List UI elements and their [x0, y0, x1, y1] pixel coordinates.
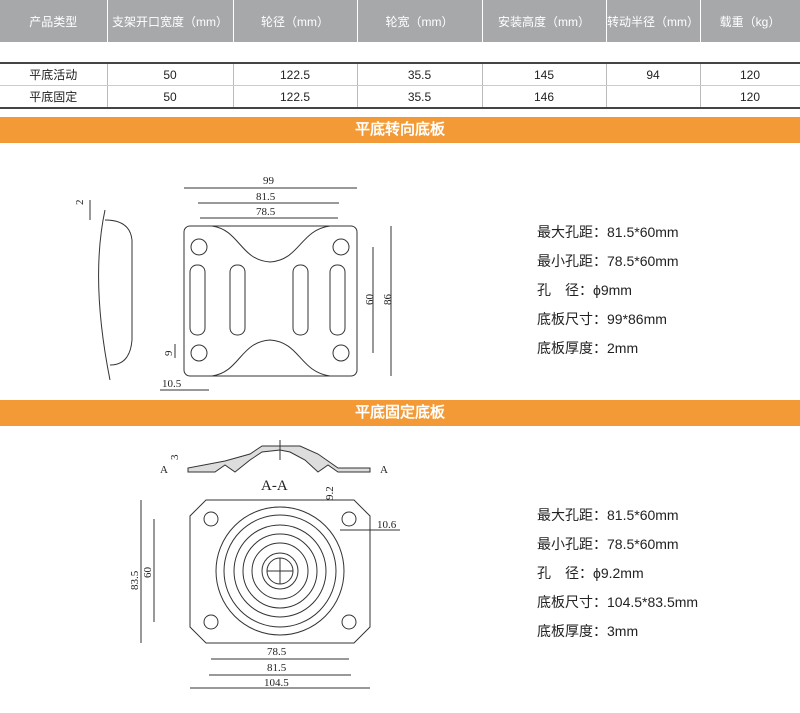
- dim-height: 83.5: [129, 570, 141, 590]
- cell: 120: [700, 85, 800, 109]
- dim-height: 86: [382, 294, 394, 306]
- cell: 50: [107, 85, 234, 109]
- cell: 122.5: [233, 62, 358, 86]
- dim-thickness: 3: [169, 454, 181, 460]
- spec-line: 孔 径：ϕ9.2mm: [537, 565, 644, 581]
- section-title-fixed-plate: 平底固定底板: [0, 400, 800, 426]
- plate-outline: [183, 225, 358, 377]
- dim-width: 104.5: [264, 677, 289, 689]
- spec-line: 底板厚度：3mm: [537, 623, 639, 639]
- cell: 146: [482, 85, 607, 109]
- cut-label-right: A: [380, 464, 388, 476]
- dim-max-hole: 81.5: [256, 191, 276, 203]
- table-row: 平底活动 50 122.5 35.5 145 94 120: [0, 62, 800, 86]
- swivel-plate-specs: 最大孔距：81.5*60mm 最小孔距：78.5*60mm 孔 径：ϕ9mm 底…: [537, 218, 679, 363]
- dim-width: 99: [263, 175, 275, 187]
- cell: [606, 85, 701, 109]
- header-cell: 载重（kg）: [700, 0, 800, 42]
- spec-line: 最大孔距：81.5*60mm: [537, 507, 679, 523]
- spec-line: 最大孔距：81.5*60mm: [537, 224, 679, 240]
- header-cell: 安装高度（mm）: [482, 0, 607, 42]
- dim-min-hole: 78.5: [267, 646, 287, 658]
- dim-hole-diameter: 9: [163, 350, 175, 356]
- spacer: [0, 42, 800, 63]
- dim-min-hole: 78.5: [256, 206, 276, 218]
- cell: 122.5: [233, 85, 358, 109]
- cut-label-left: A: [160, 464, 168, 476]
- dim-hole-diameter: 9.2: [324, 486, 336, 500]
- cell: 50: [107, 62, 234, 86]
- spec-line: 最小孔距：78.5*60mm: [537, 536, 679, 552]
- dim-edge: 10.6: [377, 519, 397, 531]
- header-cell: 产品类型: [0, 0, 108, 42]
- spec-line: 底板尺寸：99*86mm: [537, 311, 667, 327]
- dim-thickness: 2: [74, 200, 86, 206]
- spec-line: 最小孔距：78.5*60mm: [537, 253, 679, 269]
- header-cell: 支架开口宽度（mm）: [107, 0, 234, 42]
- cell: 120: [700, 62, 800, 86]
- header-cell: 轮径（mm）: [233, 0, 358, 42]
- dim-hole-vertical: 60: [142, 567, 154, 579]
- fixed-plate-specs: 最大孔距：81.5*60mm 最小孔距：78.5*60mm 孔 径：ϕ9.2mm…: [537, 501, 698, 646]
- section-label: A-A: [261, 478, 288, 494]
- swivel-plate-drawing: 2 99 81.5 78.5 60 86 9 10.5: [74, 175, 394, 391]
- cell: 35.5: [357, 85, 483, 109]
- section-profile: [187, 445, 371, 473]
- side-profile: [104, 219, 133, 366]
- cell: 94: [606, 62, 701, 86]
- spec-table: 产品类型 支架开口宽度（mm） 轮径（mm） 轮宽（mm） 安装高度（mm） 转…: [0, 0, 800, 109]
- spec-line: 底板尺寸：104.5*83.5mm: [537, 594, 699, 610]
- section-title-swivel-plate: 平底转向底板: [0, 117, 800, 143]
- table-row: 平底固定 50 122.5 35.5 146 120: [0, 85, 800, 109]
- spec-line: 底板厚度：2mm: [537, 340, 639, 356]
- header-cell: 轮宽（mm）: [357, 0, 483, 42]
- dim-hole-vertical: 60: [364, 294, 376, 306]
- cell: 平底活动: [0, 62, 108, 86]
- dim-edge: 10.5: [162, 378, 182, 390]
- dim-max-hole: 81.5: [267, 662, 287, 674]
- header-cell: 转动半径（mm）: [606, 0, 701, 42]
- fixed-plate-drawing: A A 3 A-A 9.2 10.6 83.5 60 78.5 81.5 104…: [129, 440, 400, 689]
- cell: 145: [482, 62, 607, 86]
- plate-outline: [189, 499, 371, 644]
- table-header: 产品类型 支架开口宽度（mm） 轮径（mm） 轮宽（mm） 安装高度（mm） 转…: [0, 0, 800, 42]
- cell: 35.5: [357, 62, 483, 86]
- spec-line: 孔 径：ϕ9mm: [537, 282, 632, 298]
- cell: 平底固定: [0, 85, 108, 109]
